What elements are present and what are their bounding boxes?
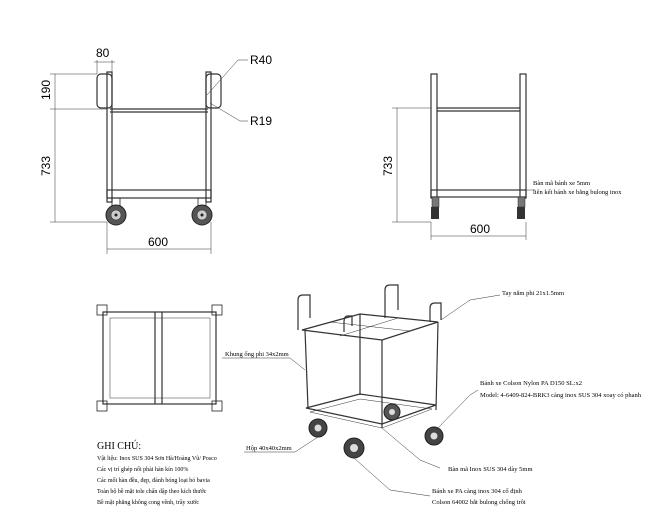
note-item: Các vị trí ghép nối phải hàn kín 100% bbox=[97, 466, 188, 473]
handle-right bbox=[205, 73, 222, 109]
wheel-icon bbox=[105, 204, 127, 226]
handle-left bbox=[96, 73, 113, 109]
side-dim-height: 733 bbox=[381, 156, 395, 176]
note-item: Bề mặt phẳng không cong vênh, trầy xước bbox=[97, 499, 199, 506]
side-view: 733 600 Bàn mã bánh xe 5mm liên kết bánh… bbox=[381, 73, 622, 240]
isometric-view bbox=[222, 284, 501, 497]
callout-fixed-wheel-line1: Bánh xe PA càng inox 304 cố định bbox=[432, 488, 523, 495]
callout-box: Hộp 40x40x2mm bbox=[246, 445, 292, 452]
top-view bbox=[96, 304, 223, 412]
notes-title: GHI CHÚ: bbox=[97, 440, 141, 452]
side-dim-width: 600 bbox=[470, 222, 490, 236]
wheel-icon bbox=[308, 418, 328, 438]
wheel-icon bbox=[431, 196, 440, 219]
callout-handle: Tay nắm phi 21x1.5mm bbox=[502, 290, 564, 297]
radius-outer-label: R40 bbox=[250, 53, 272, 67]
wheel-icon bbox=[383, 403, 401, 421]
dim-width-top: 80 bbox=[96, 46, 110, 60]
note-item: Vật liệu: Inox SUS 304 Sơn Hà/Hoàng Vũ/ … bbox=[97, 456, 217, 462]
wheel-icon bbox=[343, 437, 365, 459]
front-view: 80 190 733 600 R40 R19 bbox=[39, 46, 272, 254]
callout-plate: Bàn mã Inox SUS 304 dày 5mm bbox=[448, 466, 533, 473]
note-item: Toàn bộ bề mặt tole chấn dập theo kích t… bbox=[97, 488, 207, 495]
wheel-icon bbox=[191, 204, 213, 226]
callout-wheel-line2: Model: 4-6409-824-BRK3 càng inox SUS 304… bbox=[480, 392, 642, 399]
callout-wheel-line1: Bánh xe Colson Nylon PA D150 SL:x2 bbox=[480, 380, 582, 387]
dim-height-body: 733 bbox=[39, 156, 53, 176]
side-note-line2: liên kết bánh xe bằng bulong inox bbox=[533, 189, 622, 196]
side-note-line1: Bàn mã bánh xe 5mm bbox=[533, 180, 590, 187]
dim-height-handle: 190 bbox=[39, 80, 53, 100]
dim-width-bottom: 600 bbox=[148, 235, 168, 249]
note-item: Các mối hàn đều, đẹp, đánh bóng loại bỏ … bbox=[97, 477, 210, 484]
wheel-icon bbox=[424, 426, 444, 446]
wheel-icon bbox=[517, 196, 526, 219]
iso-handle-right bbox=[429, 302, 442, 322]
notes-block: GHI CHÚ: Vật liệu: Inox SUS 304 Sơn Hà/H… bbox=[97, 440, 217, 506]
iso-handle-left bbox=[297, 294, 311, 330]
callout-fixed-wheel-line2: Colson 64002 bắt bulong chống trôi bbox=[432, 499, 526, 506]
callout-frame: Khung ống phi 34x2mm bbox=[225, 351, 289, 358]
radius-inner-label: R19 bbox=[250, 114, 272, 128]
